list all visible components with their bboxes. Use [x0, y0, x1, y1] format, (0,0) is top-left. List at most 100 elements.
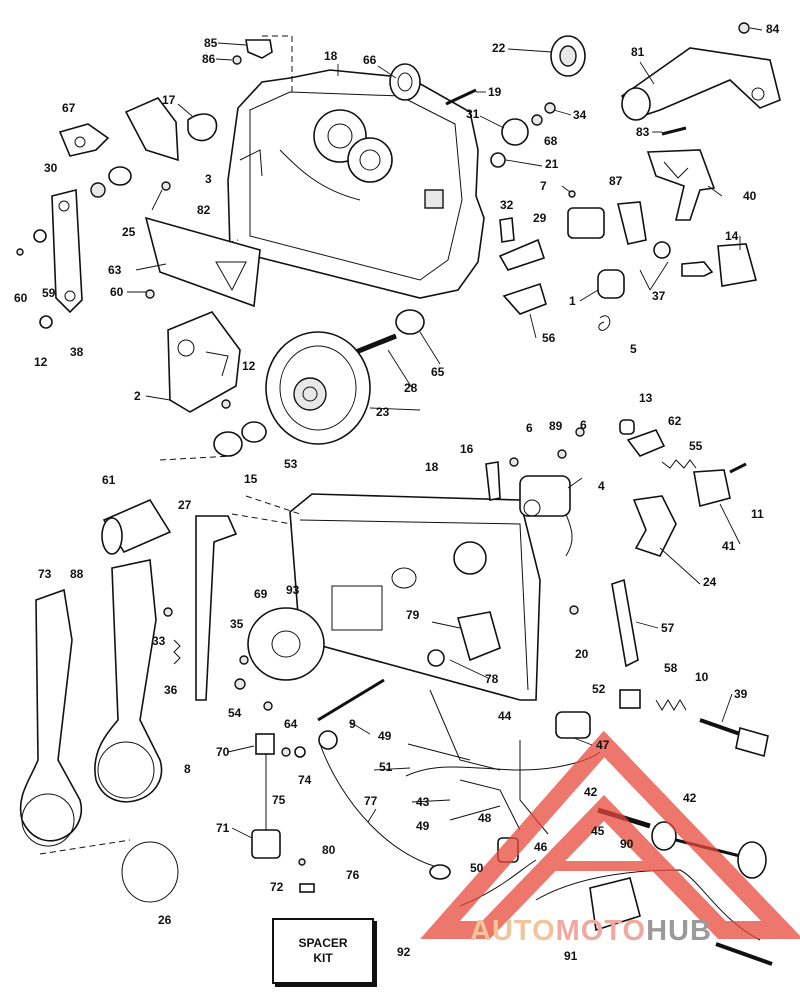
- callout: 8: [184, 762, 191, 776]
- callout: 15: [244, 472, 258, 486]
- callout: 64: [284, 717, 298, 731]
- callout: 58: [664, 661, 678, 675]
- callout: 48: [478, 811, 492, 825]
- callout: 89: [549, 419, 563, 433]
- watermark-auto: AUTO: [470, 915, 556, 947]
- handle-88: [94, 559, 163, 803]
- arm-38: [51, 188, 83, 314]
- callout: 32: [500, 198, 514, 212]
- callout: 49: [416, 819, 430, 833]
- disc-31: [501, 118, 529, 146]
- callout: 47: [596, 738, 610, 752]
- callout: 72: [270, 880, 284, 894]
- callout: 63: [108, 263, 122, 277]
- callout: 5: [630, 342, 637, 356]
- callout: 40: [743, 189, 757, 203]
- handle-73: [19, 588, 83, 847]
- callout: 57: [661, 621, 675, 635]
- callout: 84: [766, 22, 780, 36]
- callout: 62: [668, 414, 682, 428]
- callout: 7: [540, 179, 547, 193]
- callout: 75: [272, 793, 286, 807]
- callout: 25: [122, 225, 136, 239]
- spacer-kit-box: SPACER KIT: [272, 918, 374, 984]
- callout: 18: [324, 49, 338, 63]
- callout: 27: [178, 498, 192, 512]
- plate-69: [247, 607, 325, 681]
- callout: 26: [158, 913, 172, 927]
- callout: 38: [70, 345, 84, 359]
- lower-housing: [289, 493, 541, 701]
- callout: 1: [569, 294, 576, 308]
- callout: 10: [695, 670, 709, 684]
- callout: 44: [498, 709, 512, 723]
- callout: 80: [322, 843, 336, 857]
- callout: 12: [242, 359, 256, 373]
- callout: 28: [404, 381, 418, 395]
- callout: 78: [485, 672, 499, 686]
- callout: 68: [544, 134, 558, 148]
- callout: 70: [216, 745, 230, 759]
- leader-lines: [127, 27, 763, 957]
- cover-26: [121, 841, 179, 903]
- spacer-kit-line2: KIT: [313, 951, 333, 965]
- callout: 18: [425, 460, 439, 474]
- callout: 86: [202, 52, 216, 66]
- callout: 69: [254, 587, 268, 601]
- callout: 6: [580, 418, 587, 432]
- callout: 92: [397, 945, 411, 959]
- callout: 6: [526, 421, 533, 435]
- callout: 21: [545, 157, 559, 171]
- lever-67: [58, 123, 110, 157]
- callout: 4: [598, 479, 605, 493]
- switch-4: [519, 475, 573, 557]
- callout: 36: [164, 683, 178, 697]
- spacer-kit-line1: SPACER: [298, 936, 348, 950]
- callout: 37: [652, 289, 666, 303]
- callout: 17: [162, 93, 176, 107]
- callout: 11: [751, 507, 764, 521]
- callout: 60: [110, 285, 124, 299]
- callout: 49: [378, 729, 392, 743]
- callout: 33: [152, 634, 166, 648]
- callout: 93: [286, 583, 300, 597]
- callout: 29: [533, 211, 547, 225]
- plate-63: [144, 216, 261, 308]
- callout: 53: [284, 457, 298, 471]
- plug-39: [699, 718, 769, 758]
- watermark-hub: HUB: [646, 915, 712, 947]
- callout: 50: [470, 861, 484, 875]
- callout: 24: [703, 575, 717, 589]
- callout: 30: [44, 161, 58, 175]
- callout: 66: [363, 53, 377, 67]
- callout: 60: [14, 291, 28, 305]
- callout: 88: [70, 567, 84, 581]
- callout: 85: [204, 36, 218, 50]
- callout: 41: [722, 539, 736, 553]
- callout: 73: [38, 567, 52, 581]
- callout: 81: [631, 45, 645, 59]
- callout: 79: [406, 608, 420, 622]
- callout: 82: [197, 203, 211, 217]
- arm-27: [195, 515, 238, 701]
- callout: 20: [575, 647, 589, 661]
- callout: 12: [34, 355, 48, 369]
- callout: 13: [639, 391, 653, 405]
- callout: 91: [564, 949, 578, 963]
- callout: 77: [364, 794, 378, 808]
- callout: 65: [431, 365, 445, 379]
- callout: 59: [42, 286, 56, 300]
- callout: 87: [609, 174, 623, 188]
- callout: 23: [376, 405, 390, 419]
- callout: 16: [460, 442, 474, 456]
- callout: 42: [683, 791, 697, 805]
- knob-14: [717, 243, 758, 287]
- callout: 83: [636, 125, 650, 139]
- callout: 90: [620, 837, 634, 851]
- callout: 54: [228, 706, 242, 720]
- callout: 56: [542, 331, 556, 345]
- callout: 39: [734, 687, 748, 701]
- callout: 76: [346, 868, 360, 882]
- plate-24: [632, 495, 677, 557]
